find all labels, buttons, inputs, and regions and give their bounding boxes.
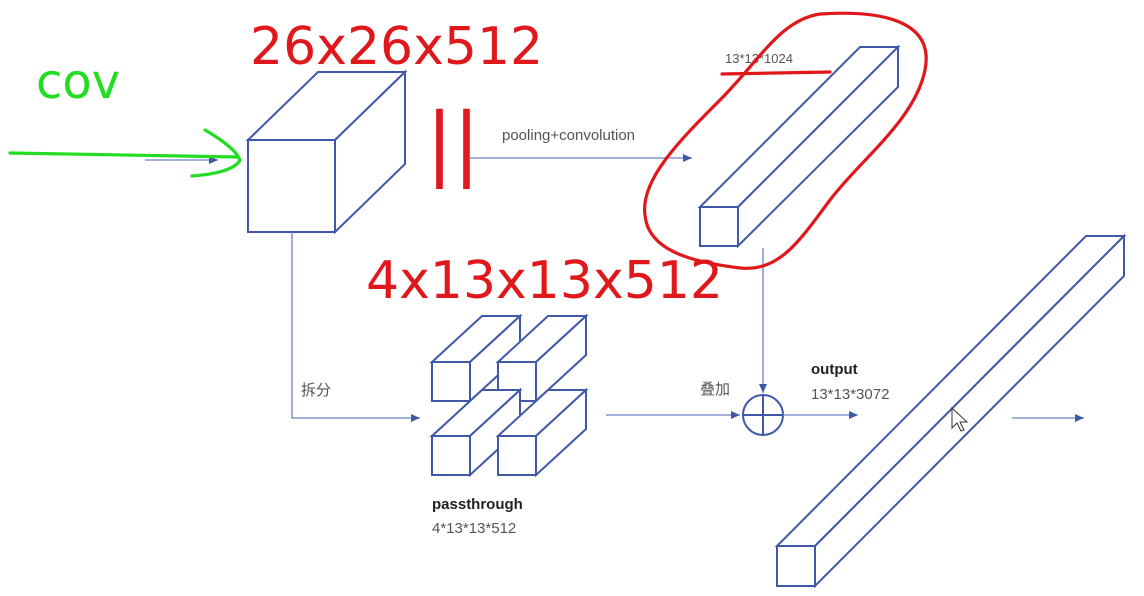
annotation-conv-word: cov: [36, 54, 120, 110]
pooling-conv-label: pooling+convolution: [502, 127, 635, 144]
annotation-circle: [643, 11, 928, 270]
merge-label: 叠加: [700, 381, 730, 398]
passthrough-dims: 4*13*13*512: [432, 520, 516, 537]
annotation-passthrough-dims: 4x13x13x512: [366, 251, 723, 311]
input-cube: [245, 69, 408, 235]
conv-output-bar: [697, 44, 901, 249]
passthrough-title: passthrough: [432, 496, 523, 513]
annotation-green-arrow: [8, 128, 242, 178]
annotation-equals: ||: [426, 96, 480, 190]
mouse-cursor-icon: [951, 406, 969, 432]
passthrough-blocks: [429, 313, 589, 478]
annotation-input-dims: 26x26x512: [250, 17, 543, 77]
split-label: 拆分: [301, 382, 331, 399]
output-bar: [774, 233, 1127, 589]
split-arrow: [291, 232, 420, 422]
annotation-underline: [720, 70, 832, 76]
output-dims: 13*13*3072: [811, 386, 889, 403]
merge-plus-icon: [742, 394, 784, 436]
output-title: output: [811, 361, 858, 378]
